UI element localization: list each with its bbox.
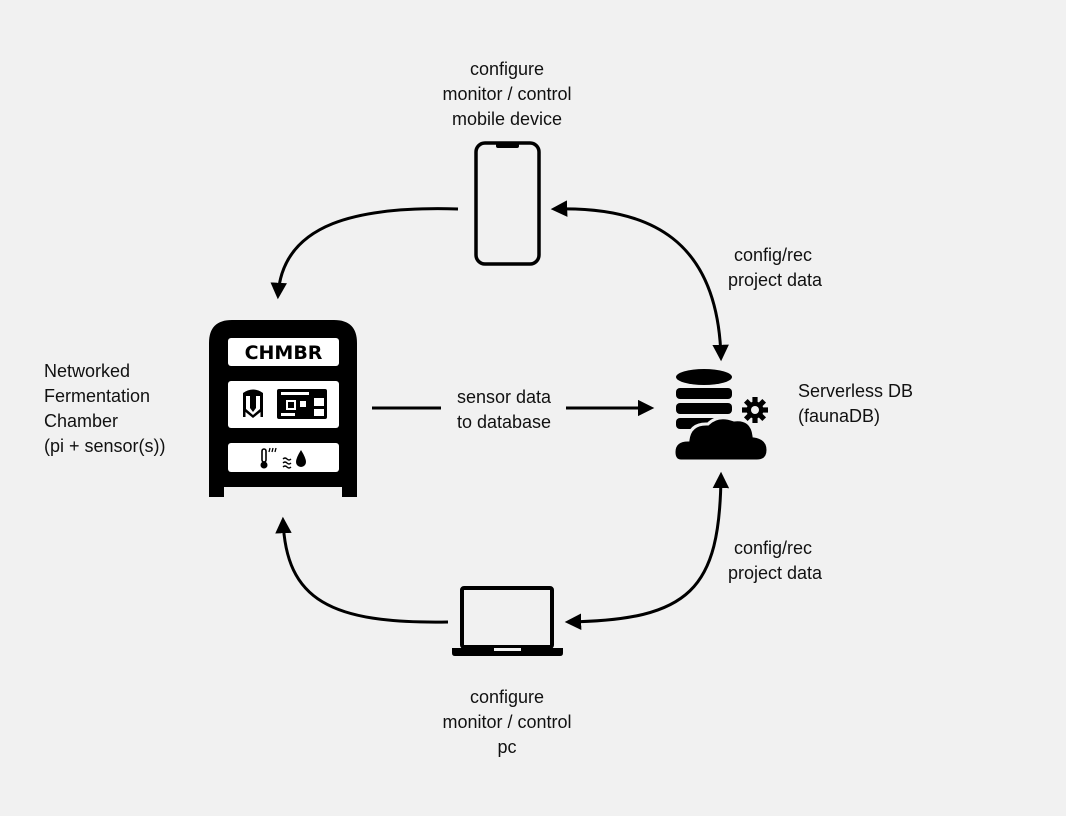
database-label-line: Serverless DB: [798, 381, 914, 401]
pc-label: configure monitor / control pc: [404, 685, 610, 760]
fermentation-chamber-icon: CHMBR: [209, 320, 357, 497]
mobile-label-line: mobile device: [451, 109, 563, 129]
pc-label-line: configure: [469, 687, 545, 707]
sensor-data-label: sensor data to database: [440, 385, 568, 435]
laptop-database-sync-arrow: [564, 471, 730, 631]
sensor-label-line: to database: [456, 412, 552, 432]
chamber-label-line: Networked: [44, 361, 131, 381]
chamber-label-line: Fermentation: [44, 386, 151, 406]
chamber-label-line: Chamber: [44, 411, 119, 431]
database-label-line: (faunaDB): [798, 406, 881, 426]
laptop-icon: [452, 586, 563, 656]
chamber-brand-text: CHMBR: [245, 342, 323, 364]
phone-to-chamber-arrow: [270, 207, 459, 300]
sync-label-line: project data: [728, 270, 823, 290]
humidity-icon: [282, 450, 306, 469]
chamber-label-line: (pi + sensor(s)): [44, 436, 166, 456]
chamber-label: Networked Fermentation Chamber (pi + sen…: [44, 359, 166, 459]
sync-label-line: config/rec: [734, 245, 813, 265]
pc-label-line: monitor / control: [442, 712, 572, 732]
top-sync-label: config/rec project data: [728, 243, 822, 293]
bottom-sync-label: config/rec project data: [728, 536, 822, 586]
mobile-device-label: configure monitor / control mobile devic…: [404, 57, 610, 132]
cloud-database-gear-icon: [672, 369, 770, 463]
thermometer-icon: [260, 447, 277, 469]
mobile-label-line: monitor / control: [442, 84, 572, 104]
pc-label-line: pc: [497, 737, 517, 757]
sync-label-line: config/rec: [734, 538, 813, 558]
fermenter-vessel-icon: [243, 389, 263, 418]
raspberry-pi-board-icon: [277, 389, 327, 419]
sync-label-line: project data: [728, 563, 823, 583]
smartphone-icon: [474, 141, 541, 266]
sensor-label-line: sensor data: [456, 387, 552, 407]
mobile-label-line: configure: [469, 59, 545, 79]
database-label: Serverless DB (faunaDB): [798, 379, 913, 429]
laptop-to-chamber-arrow: [275, 516, 449, 624]
phone-database-sync-arrow: [550, 200, 729, 362]
